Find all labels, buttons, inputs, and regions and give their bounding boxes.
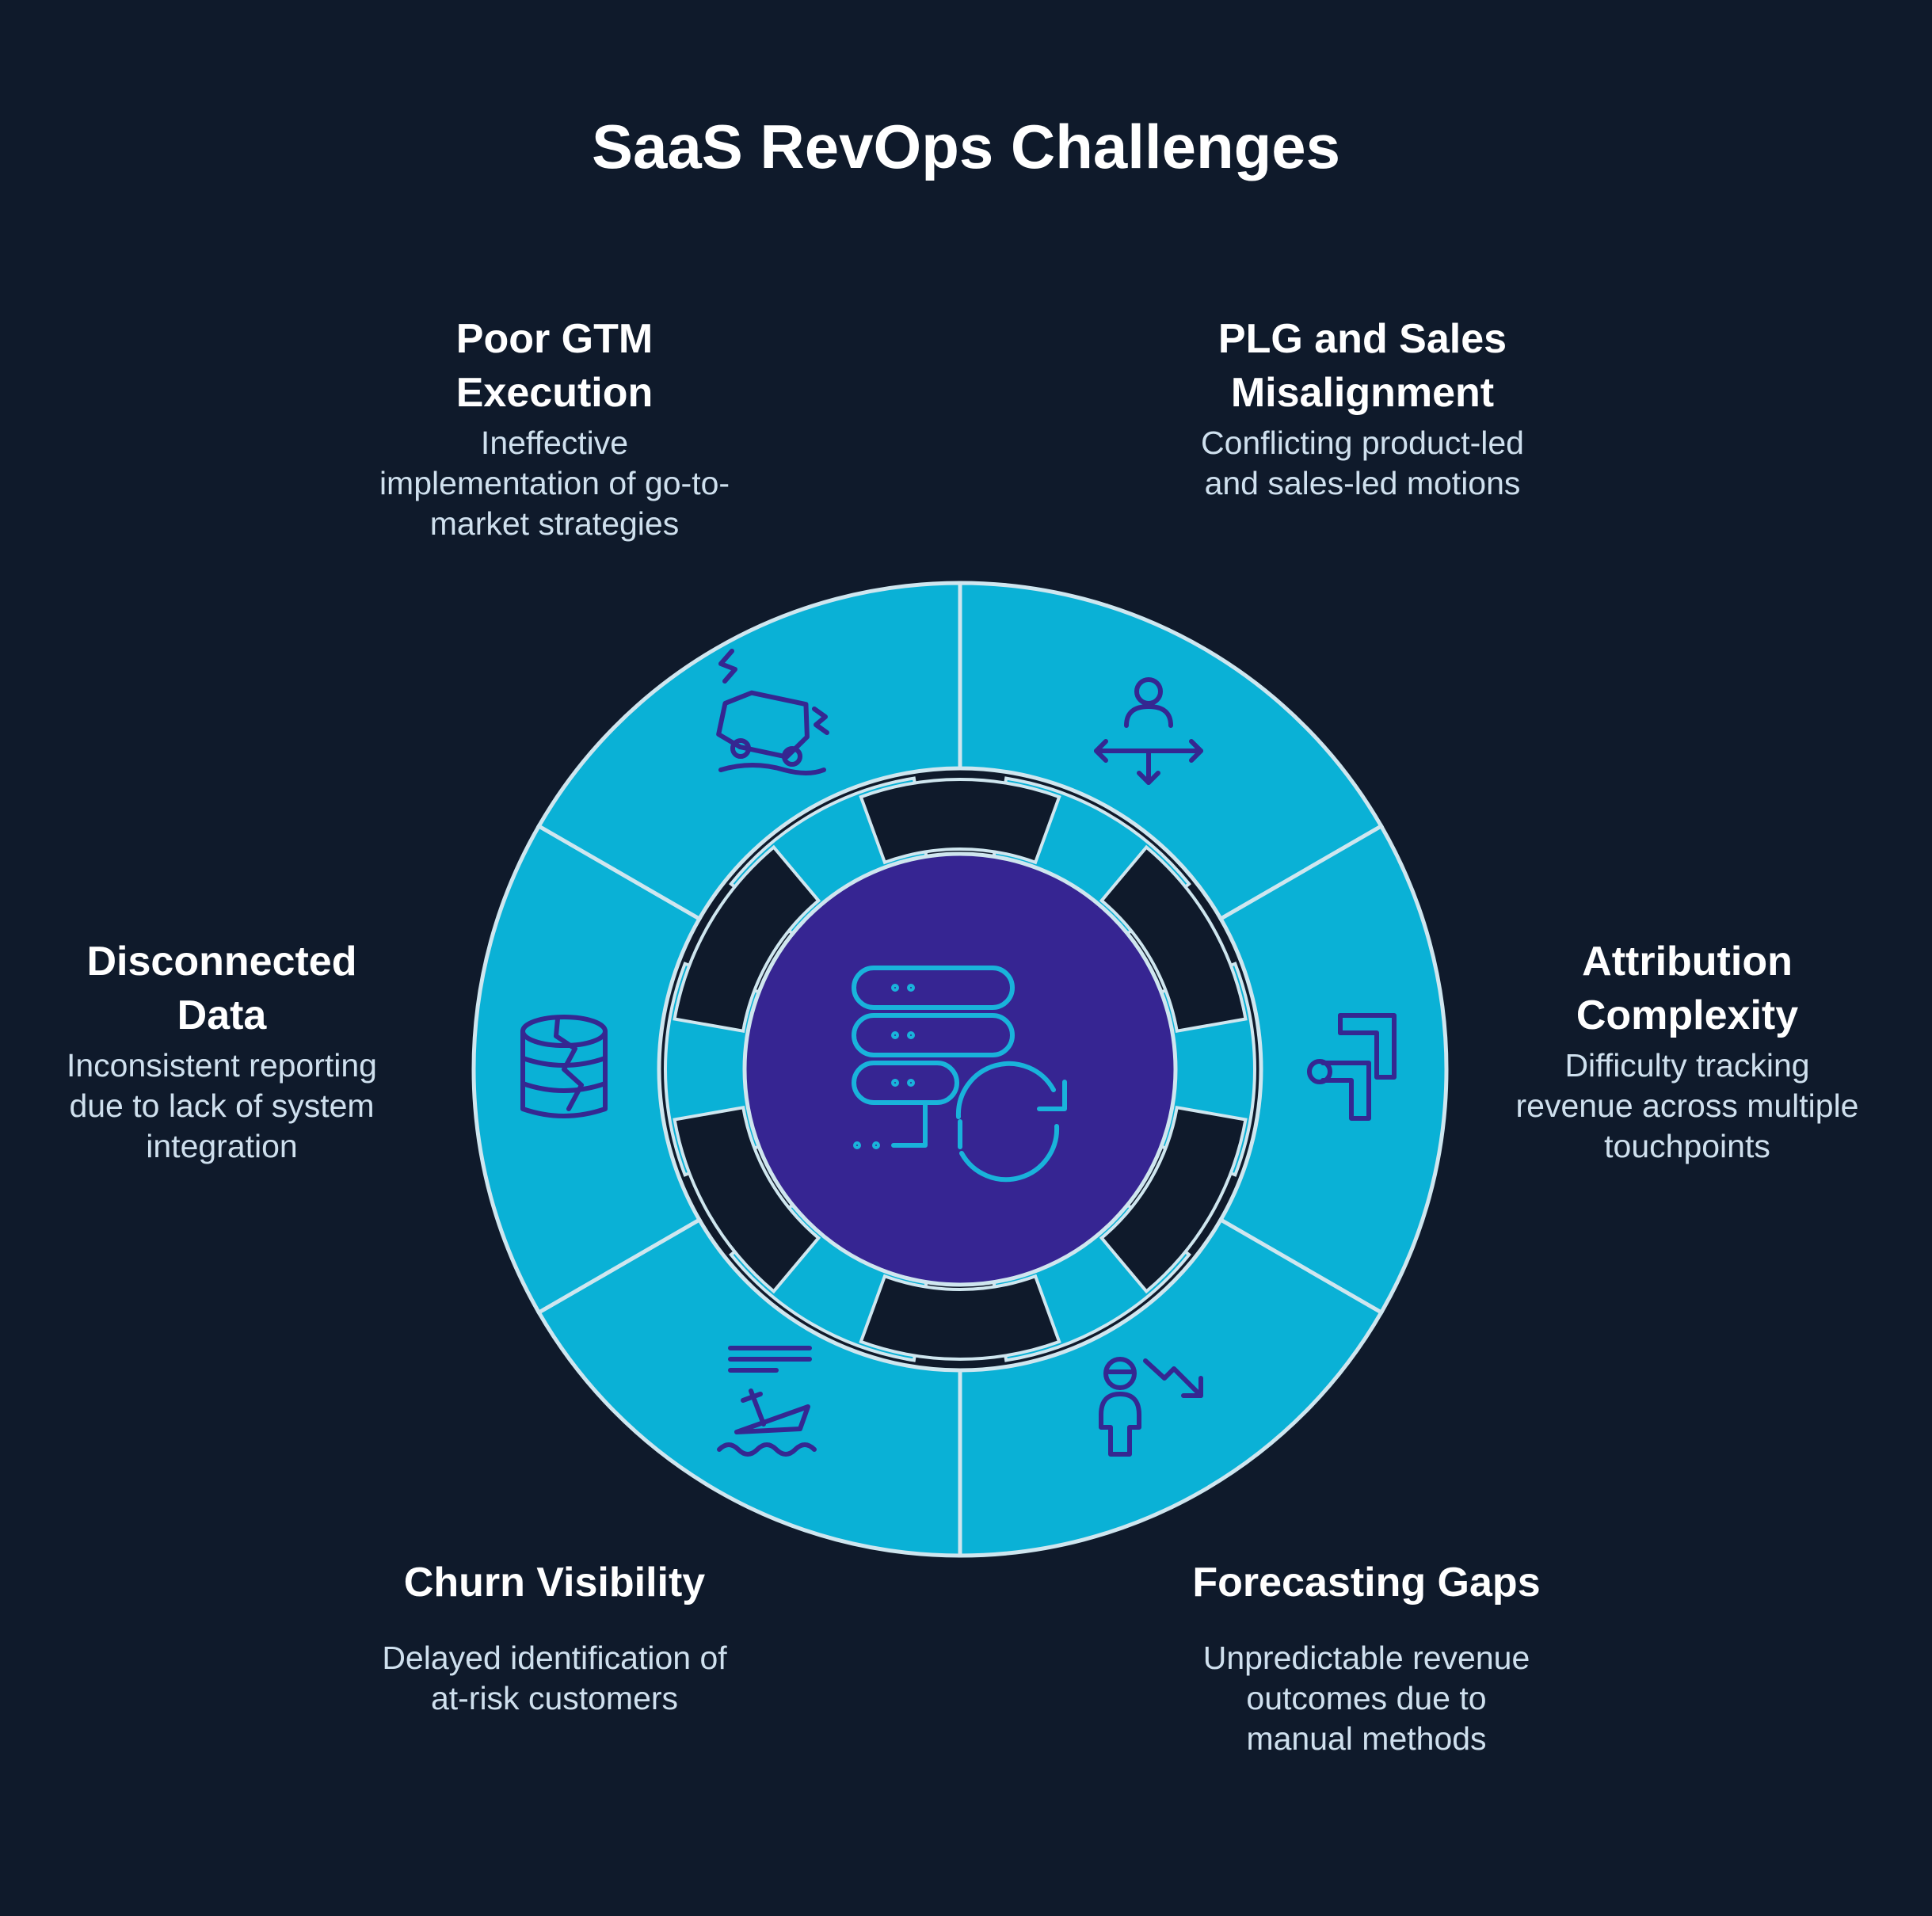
person-crossroads-icon [1094,677,1203,785]
segment-label-forecasting-gaps: Forecasting Gaps Unpredictable revenue o… [1157,1556,1576,1759]
tangled-pipe-icon [1307,1013,1397,1121]
page-title: SaaS RevOps Challenges [591,112,1341,181]
ring-gap [1099,1105,1248,1294]
person-downtrend-icon [1099,1357,1203,1457]
segment-heading: Forecasting Gaps [1192,1560,1541,1606]
ring-gap [859,778,1061,865]
ring-segment-churn-visibility [471,823,703,1316]
segment-label-poor-gtm-execution: Poor GTM Execution Ineffective implement… [349,312,760,544]
segment-heading: Churn Visibility [403,1560,706,1606]
segment-description: Difficulty tracking revenue across multi… [1515,1047,1859,1164]
segment-label-attribution-complexity: Attribution Complexity Difficulty tracki… [1489,935,1885,1167]
segment-description: Ineffective implementation of go-to- mar… [379,425,730,542]
ring-segments [471,581,1449,1558]
broken-database-icon [520,1015,608,1118]
segment-description: Delayed identification of at-risk custom… [382,1640,727,1716]
segment-label-disconnected-data: Disconnected Data Inconsistent reporting… [32,935,412,1167]
center-hub [742,851,1178,1287]
ring-segment-attribution-complexity [958,1217,1385,1558]
segment-description: Inconsistent reporting due to lack of sy… [66,1047,377,1164]
segment-connectors [673,778,1248,1361]
segment-label-churn-visibility: Churn Visibility Delayed identification … [349,1556,760,1719]
segment-label-plg-sales-misalignment: PLG and Sales Misalignment Conflicting p… [1141,312,1584,504]
ring-gap [673,844,821,1034]
ring-gap [1099,844,1248,1034]
segment-description: Unpredictable revenue outcomes due to ma… [1202,1640,1530,1757]
segment-heading: Disconnected Data [86,939,357,1038]
segment-heading: Attribution Complexity [1576,939,1799,1038]
segment-heading: PLG and Sales Misalignment [1218,316,1507,416]
segment-heading: Poor GTM Execution [455,316,654,416]
crashed-car-icon [716,649,829,775]
segment-description: Conflicting product-led and sales-led mo… [1201,425,1524,501]
ring-gap [673,1105,821,1294]
ring-segment-forecasting-gaps [535,1217,962,1558]
ring-segment-plg-and-sales-misalignment [1218,823,1449,1316]
database-sync-icon [852,966,1067,1183]
sinking-ship-icon [717,1346,817,1457]
ring-gap [859,1274,1061,1361]
